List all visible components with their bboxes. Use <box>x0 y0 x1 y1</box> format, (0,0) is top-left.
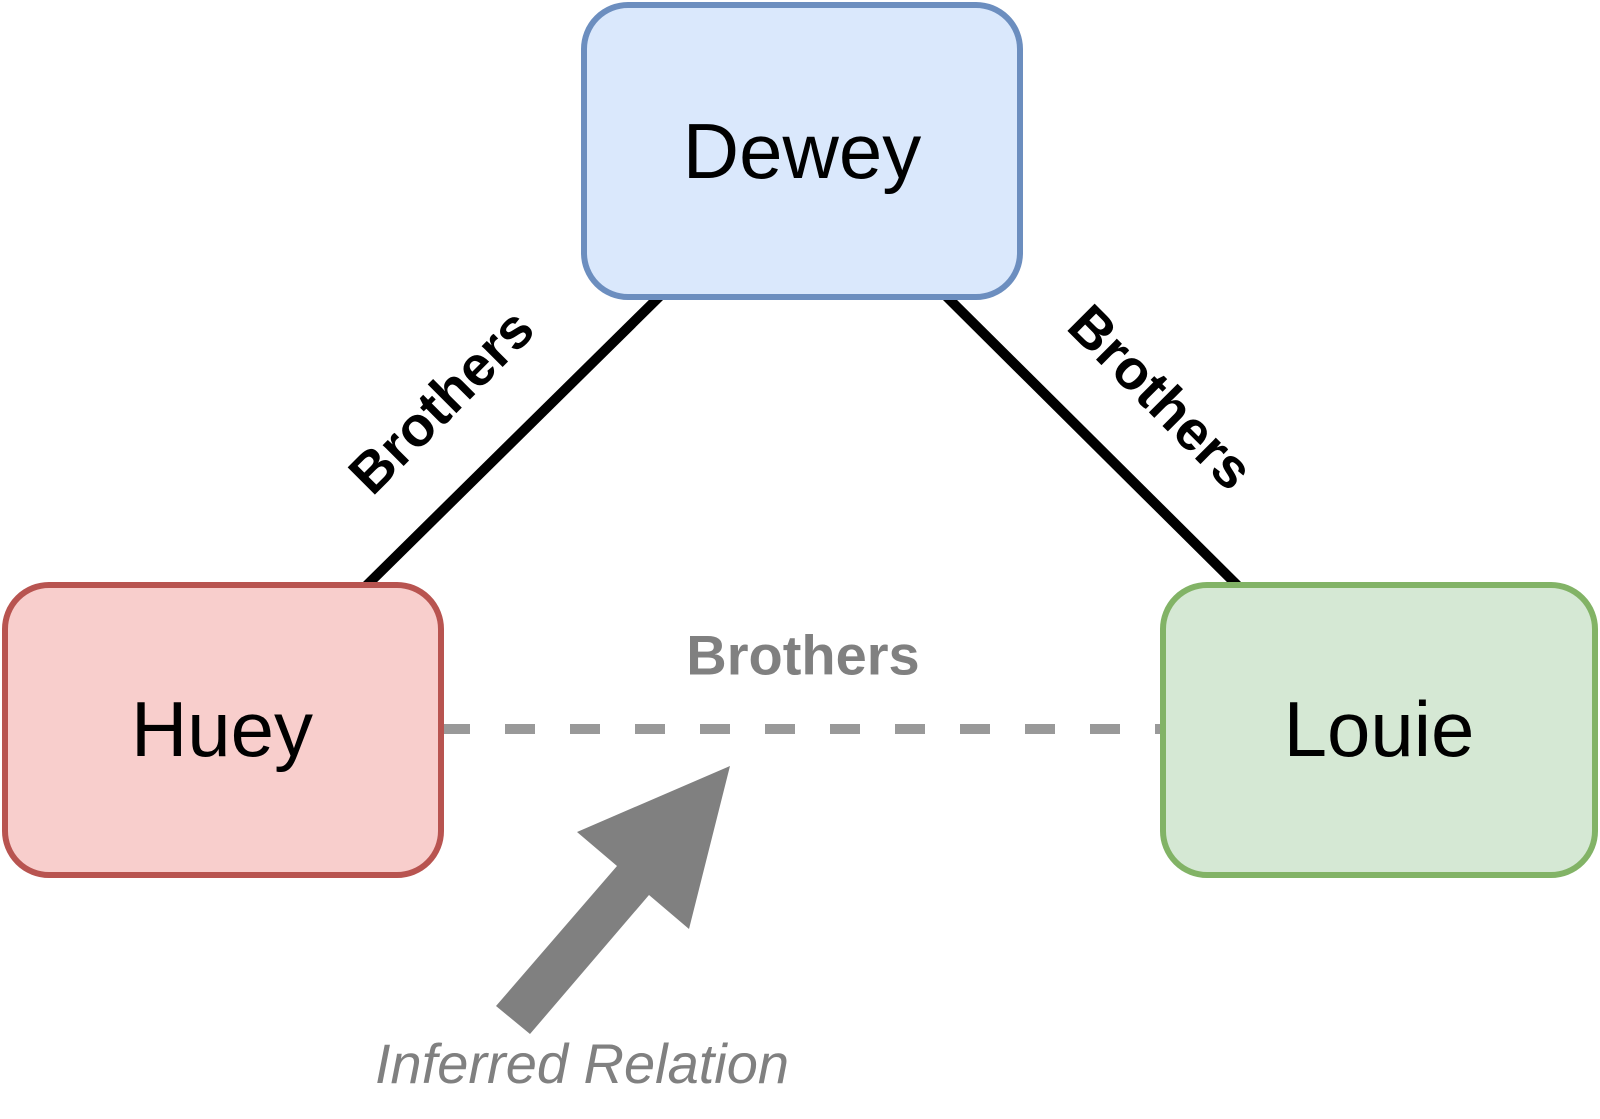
node-louie-label: Louie <box>1284 685 1475 773</box>
edge-dewey-huey-label: Brothers <box>336 296 546 506</box>
edge-huey-louie-label: Brothers <box>686 624 919 687</box>
node-dewey-label: Dewey <box>683 107 921 195</box>
node-huey-label: Huey <box>131 685 313 773</box>
arrow-up-right-icon <box>496 766 730 1034</box>
edge-dewey-louie-label: Brothers <box>1056 292 1266 502</box>
edge-dewey-huey <box>360 292 664 592</box>
node-dewey[interactable]: Dewey <box>581 2 1023 300</box>
edge-dewey-louie <box>942 292 1244 592</box>
node-huey[interactable]: Huey <box>2 582 444 878</box>
node-louie[interactable]: Louie <box>1160 582 1598 878</box>
inferred-relation-caption: Inferred Relation <box>375 1032 789 1095</box>
